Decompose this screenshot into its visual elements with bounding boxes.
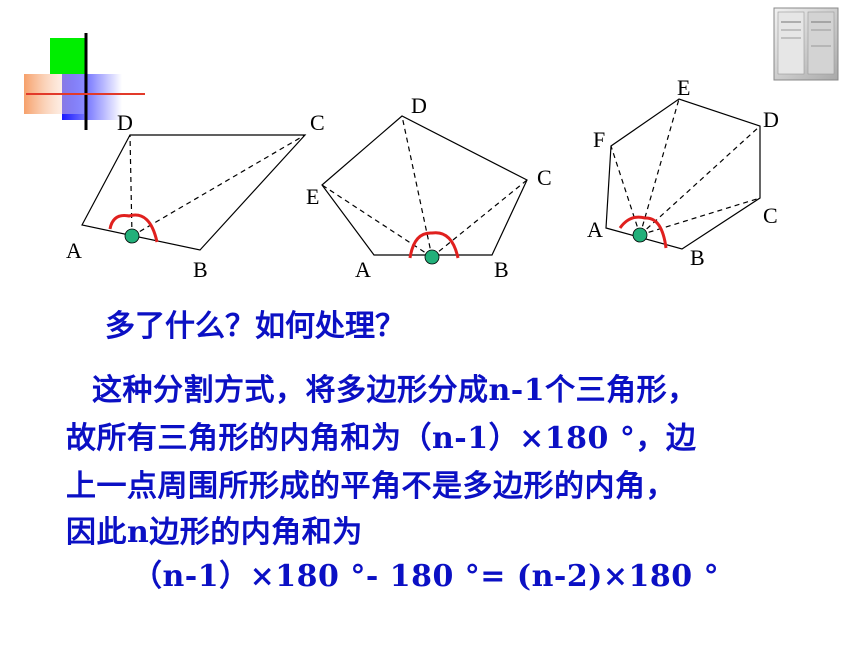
vertex-label-c: C (763, 203, 778, 228)
vertex-label-c: C (537, 165, 552, 190)
formula-line: （n-1）×180 °- 180 °= (n-2)×180 ° (132, 559, 720, 594)
vertex-label-a: A (355, 257, 371, 282)
hexagon-figure (605, 98, 761, 250)
vertex-label-b: B (690, 245, 705, 270)
vertex-label-c: C (310, 110, 325, 135)
question-text: 多了什么？如何处理？ (105, 309, 405, 344)
slide-decoration-icon (24, 33, 145, 130)
explanation-line-2: 故所有三角形的内角和为（n-1）×180 °，边 (66, 421, 697, 456)
vertex-label-a: A (587, 217, 603, 242)
vertex-label-d: D (763, 107, 779, 132)
book-thumbnail-icon (773, 7, 839, 81)
vertex-label-d: D (411, 93, 427, 118)
explanation-line-3: 上一点周围所形成的平角不是多边形的内角， (66, 469, 676, 504)
vertex-label-b: B (193, 257, 208, 282)
pentagon-figure (321, 115, 528, 265)
explanation-line-4: 因此n边形的内角和为 (66, 515, 363, 550)
vertex-label-e: E (306, 184, 320, 209)
explanation-line-1: 这种分割方式，将多边形分成n-1个三角形， (92, 373, 698, 408)
vertex-label-f: F (593, 127, 606, 152)
vertex-label-a: A (66, 238, 82, 263)
vertex-label-d: D (117, 110, 133, 135)
vertex-label-b: B (494, 257, 509, 282)
vertex-label-e: E (677, 75, 691, 100)
quadrilateral-figure (81, 134, 307, 251)
